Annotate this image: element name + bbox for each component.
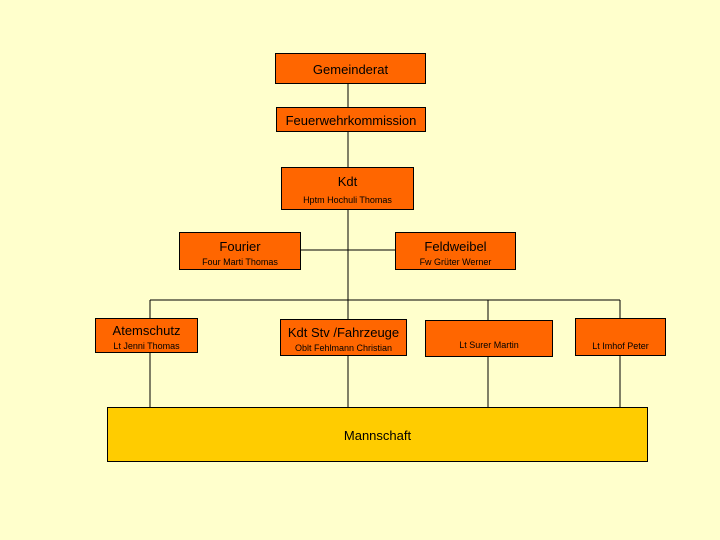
- node-imhof: Lt Imhof Peter: [575, 318, 666, 356]
- node-gemeinderat: Gemeinderat: [275, 53, 426, 84]
- node-subtitle: Oblt Fehlmann Christian: [294, 343, 393, 353]
- node-title: Gemeinderat: [312, 62, 389, 77]
- node-subtitle: Lt Surer Martin: [459, 340, 519, 350]
- node-atemschutz: Atemschutz Lt Jenni Thomas: [95, 318, 198, 353]
- node-title: Mannschaft: [343, 428, 412, 443]
- node-title: Kdt Stv /Fahrzeuge: [287, 325, 400, 340]
- node-subtitle: Lt Jenni Thomas: [113, 341, 180, 351]
- node-subtitle: Lt Imhof Peter: [592, 341, 649, 351]
- node-title: Kdt: [337, 174, 358, 189]
- node-title: Atemschutz: [112, 323, 181, 338]
- node-kdt: Kdt Hptm Hochuli Thomas: [281, 167, 414, 210]
- node-subtitle: Four Marti Thomas: [202, 257, 278, 267]
- node-title: Fourier: [219, 239, 261, 254]
- node-kdt-stv-fahrzeuge: Kdt Stv /Fahrzeuge Oblt Fehlmann Christi…: [280, 319, 407, 356]
- node-surer: Lt Surer Martin: [425, 320, 553, 357]
- node-mannschaft: Mannschaft: [107, 407, 648, 462]
- node-feuerwehrkommission: Feuerwehrkommission: [276, 107, 426, 132]
- node-title: Feuerwehrkommission: [285, 113, 417, 128]
- node-feldweibel: Feldweibel Fw Grüter Werner: [395, 232, 516, 270]
- node-subtitle: Fw Grüter Werner: [419, 257, 492, 267]
- node-fourier: Fourier Four Marti Thomas: [179, 232, 301, 270]
- node-subtitle: Hptm Hochuli Thomas: [303, 195, 392, 205]
- node-title: Feldweibel: [424, 239, 487, 254]
